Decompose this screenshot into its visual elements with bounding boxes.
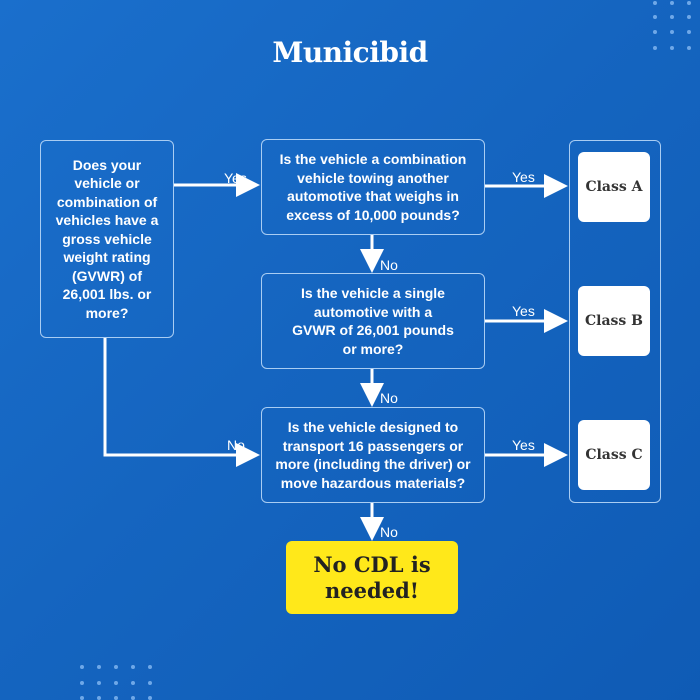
label-yes: Yes <box>512 437 535 453</box>
question-2-box: Is the vehicle a single automotive with … <box>261 273 485 369</box>
label-no: No <box>227 437 245 453</box>
label-no: No <box>380 524 398 540</box>
label-yes: Yes <box>512 303 535 319</box>
class-a-box: Class A <box>578 152 650 222</box>
label-no: No <box>380 257 398 273</box>
label-no: No <box>380 390 398 406</box>
question-3-box: Is the vehicle designed to transport 16 … <box>261 407 485 503</box>
dot-pattern <box>80 1 691 700</box>
question-1-box: Is the vehicle a combination vehicle tow… <box>261 139 485 235</box>
result-text: No CDL is needed! <box>313 551 431 603</box>
class-c-box: Class C <box>578 420 650 490</box>
label-yes: Yes <box>224 170 247 186</box>
logo-title: Municibid <box>272 36 428 69</box>
label-yes: Yes <box>512 169 535 185</box>
arrow-start-no <box>103 338 260 467</box>
class-b-box: Class B <box>578 286 650 356</box>
no-cdl-result: No CDL is needed! <box>286 541 458 614</box>
start-question-box: Does your vehicle or combination of vehi… <box>40 140 174 338</box>
class-container <box>569 140 661 503</box>
